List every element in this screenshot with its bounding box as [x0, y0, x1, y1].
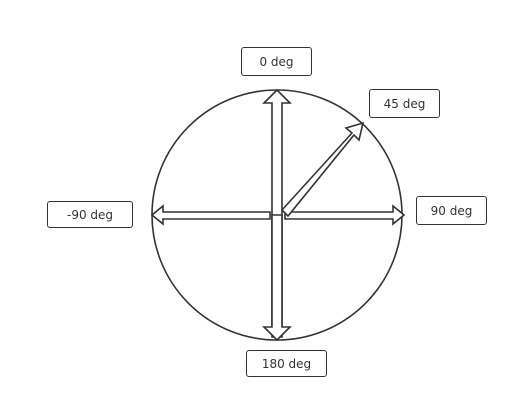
- arrow-minus-90-deg: [150, 204, 271, 226]
- label-180-deg: 180 deg: [246, 350, 327, 377]
- arrow-45-deg: [280, 121, 365, 218]
- label-90-deg: 90 deg: [416, 196, 487, 225]
- label-0-deg: 0 deg: [241, 47, 312, 76]
- label-45-deg: 45 deg: [369, 89, 440, 118]
- arrow-180-deg: [262, 214, 292, 342]
- label-minus-90-deg: -90 deg: [47, 201, 133, 228]
- arrow-90-deg: [284, 204, 406, 226]
